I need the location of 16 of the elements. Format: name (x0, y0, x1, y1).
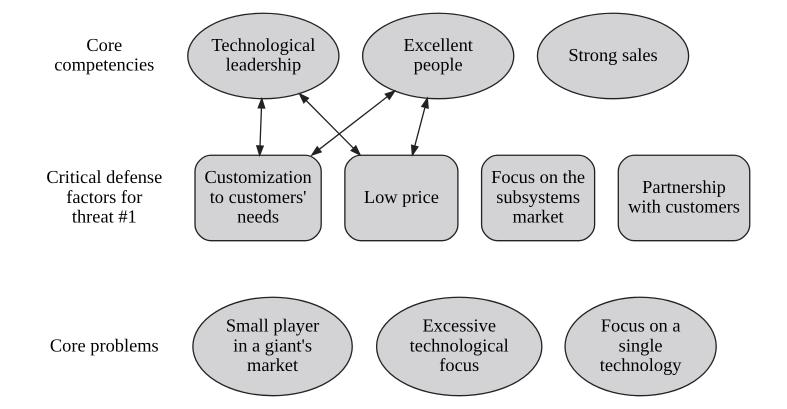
arrow (410, 96, 429, 157)
label: Critical defense factors for threat #1 (46, 167, 162, 227)
node-box: Customization to customers' needs (194, 154, 322, 242)
arrow (298, 92, 362, 156)
node-box: Low price (344, 154, 459, 242)
node-ellipse: Technological leadership (187, 12, 340, 100)
arrow (256, 96, 266, 158)
node-ellipse: Focus on a single technology (564, 296, 717, 396)
node-box: Partnership with customers (618, 154, 750, 242)
label: Core problems (50, 335, 159, 356)
label: Core competencies (54, 34, 154, 75)
node-ellipse: Excessive technological focus (376, 296, 543, 396)
node-box: Focus on the subsystems market (480, 154, 596, 242)
node-ellipse: Small player in a giant's market (192, 296, 353, 396)
arrow (310, 90, 396, 156)
node-ellipse: Strong sales (536, 12, 690, 100)
